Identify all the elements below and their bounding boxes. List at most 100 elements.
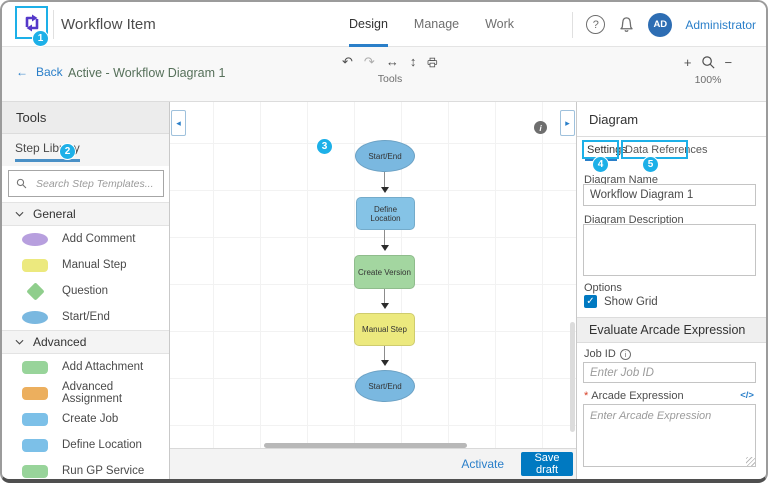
step-template-create-job[interactable]: Create Job xyxy=(2,406,169,432)
sidebar-tabs: Step Library xyxy=(2,134,169,166)
step-template-question[interactable]: Question xyxy=(2,278,169,304)
callout-badge-1: 1 xyxy=(32,30,49,47)
header-actions: ? AD Administrator xyxy=(572,2,756,47)
node-start-end-top[interactable]: Start/End xyxy=(355,140,415,172)
back-arrow-icon: ← xyxy=(16,65,28,79)
step-shape-icon xyxy=(22,310,48,324)
job-id-label: Job ID xyxy=(584,348,616,360)
step-label: Question xyxy=(62,285,109,297)
step-template-add-comment[interactable]: Add Comment xyxy=(2,226,169,252)
diagram-canvas[interactable]: ◂ i ▸ 3 Start/End Define Location Create… xyxy=(170,102,576,479)
step-template-start-end[interactable]: Start/End xyxy=(2,304,169,330)
chevron-down-icon xyxy=(15,211,24,217)
step-shape-icon xyxy=(22,258,48,272)
node-start-end-bottom[interactable]: Start/End xyxy=(355,370,415,402)
sidebar-title: Tools xyxy=(2,102,169,134)
step-label: Manual Step xyxy=(62,259,127,271)
job-id-label-row: Job ID i xyxy=(584,348,631,360)
tools-group-label: Tools xyxy=(377,73,403,85)
callout-badge-3: 3 xyxy=(316,138,333,155)
textarea-resize-handle[interactable] xyxy=(746,457,755,466)
diagram-description-textarea[interactable] xyxy=(583,224,756,276)
vertical-scrollbar[interactable] xyxy=(570,322,575,432)
undo-icon[interactable]: ↶ xyxy=(342,54,353,69)
step-template-manual-step[interactable]: Manual Step xyxy=(2,252,169,278)
step-label: Run GP Service xyxy=(62,465,145,477)
flow-connector xyxy=(380,289,389,309)
diagram-toolbar: ← Back Active - Workflow Diagram 1 ↶ ↷ ↔… xyxy=(2,47,766,102)
print-icon[interactable] xyxy=(427,56,438,69)
panel-title: Diagram xyxy=(577,102,766,137)
step-shape-icon xyxy=(22,386,48,400)
help-icon[interactable]: ? xyxy=(586,15,606,34)
diagram-name-input[interactable] xyxy=(583,184,756,206)
required-asterisk: * xyxy=(584,390,589,402)
top-header-bar: 1 Workflow Item Design Manage Work ? AD … xyxy=(2,2,766,47)
avatar[interactable]: AD xyxy=(648,12,673,37)
node-manual-step[interactable]: Manual Step xyxy=(354,313,415,346)
flow-connector xyxy=(380,172,389,193)
node-define-location[interactable]: Define Location xyxy=(356,197,415,230)
step-search-box xyxy=(8,170,164,197)
tab-manage[interactable]: Manage xyxy=(413,17,460,31)
step-shape-icon xyxy=(22,438,48,452)
diagram-name-label: Diagram Name xyxy=(584,174,658,186)
section-general[interactable]: General xyxy=(2,202,169,226)
header-divider xyxy=(572,11,574,38)
tab-settings[interactable]: Settings xyxy=(587,144,627,156)
code-editor-icon[interactable]: </> xyxy=(740,390,754,401)
activate-button[interactable]: Activate xyxy=(461,457,504,471)
top-navigation: Design Manage Work xyxy=(349,2,514,47)
job-id-input[interactable] xyxy=(583,362,756,383)
redo-icon[interactable]: ↷ xyxy=(363,54,375,69)
arcade-section-header: Evaluate Arcade Expression xyxy=(577,317,766,343)
node-create-version[interactable]: Create Version xyxy=(354,255,415,289)
save-draft-button[interactable]: Save draft xyxy=(521,452,573,476)
step-label: Advanced Assignment xyxy=(62,381,123,405)
arcade-label-row: *Arcade Expression xyxy=(584,390,684,402)
step-label: Add Attachment xyxy=(62,361,144,373)
step-template-advanced-assignment[interactable]: Advanced Assignment xyxy=(2,380,169,406)
show-grid-label: Show Grid xyxy=(604,295,658,308)
zoom-level-label: 100% xyxy=(694,74,722,86)
info-icon[interactable]: i xyxy=(534,121,547,134)
step-search-input[interactable] xyxy=(34,176,156,191)
step-label: Add Comment xyxy=(62,233,136,245)
tab-design[interactable]: Design xyxy=(349,2,388,47)
fit-vertical-icon[interactable]: ↕ xyxy=(409,54,417,69)
collapse-left-panel-button[interactable]: ◂ xyxy=(171,110,186,136)
options-label: Options xyxy=(584,282,622,294)
user-name-link[interactable]: Administrator xyxy=(685,17,756,32)
arcade-expression-textarea[interactable] xyxy=(583,404,756,467)
callout-badge-5: 5 xyxy=(642,156,659,173)
search-icon xyxy=(16,178,27,189)
section-advanced[interactable]: Advanced xyxy=(2,330,169,354)
step-shape-icon xyxy=(25,281,45,301)
zoom-in-icon[interactable]: + xyxy=(683,55,692,70)
step-shape-icon xyxy=(22,360,48,374)
horizontal-scrollbar[interactable] xyxy=(264,443,467,448)
back-button[interactable]: ← Back xyxy=(16,65,63,79)
notifications-bell-icon[interactable] xyxy=(618,16,635,33)
magnifier-icon[interactable] xyxy=(701,55,716,70)
step-shape-icon xyxy=(22,464,48,478)
fit-horizontal-icon[interactable]: ↔ xyxy=(385,54,399,69)
show-grid-checkbox[interactable]: ✓ xyxy=(584,295,597,308)
step-template-add-attachment[interactable]: Add Attachment xyxy=(2,354,169,380)
step-template-list: General Add Comment Manual Step Question… xyxy=(2,202,169,479)
collapse-right-panel-button[interactable]: ▸ xyxy=(560,110,575,136)
step-label: Define Location xyxy=(62,439,142,451)
step-shape-icon xyxy=(22,412,48,426)
back-label: Back xyxy=(36,65,63,79)
step-template-run-gp-service[interactable]: Run GP Service xyxy=(2,458,169,479)
step-template-define-location[interactable]: Define Location xyxy=(2,432,169,458)
callout-badge-2: 2 xyxy=(59,143,76,160)
diagram-state-title: Active - Workflow Diagram 1 xyxy=(68,66,226,80)
job-id-info-icon[interactable]: i xyxy=(619,348,631,360)
tab-work[interactable]: Work xyxy=(485,17,515,31)
header-divider xyxy=(53,10,54,39)
tab-data-references[interactable]: Data References xyxy=(625,144,708,156)
flow-connector xyxy=(380,230,389,251)
zoom-out-icon[interactable]: − xyxy=(724,55,733,70)
